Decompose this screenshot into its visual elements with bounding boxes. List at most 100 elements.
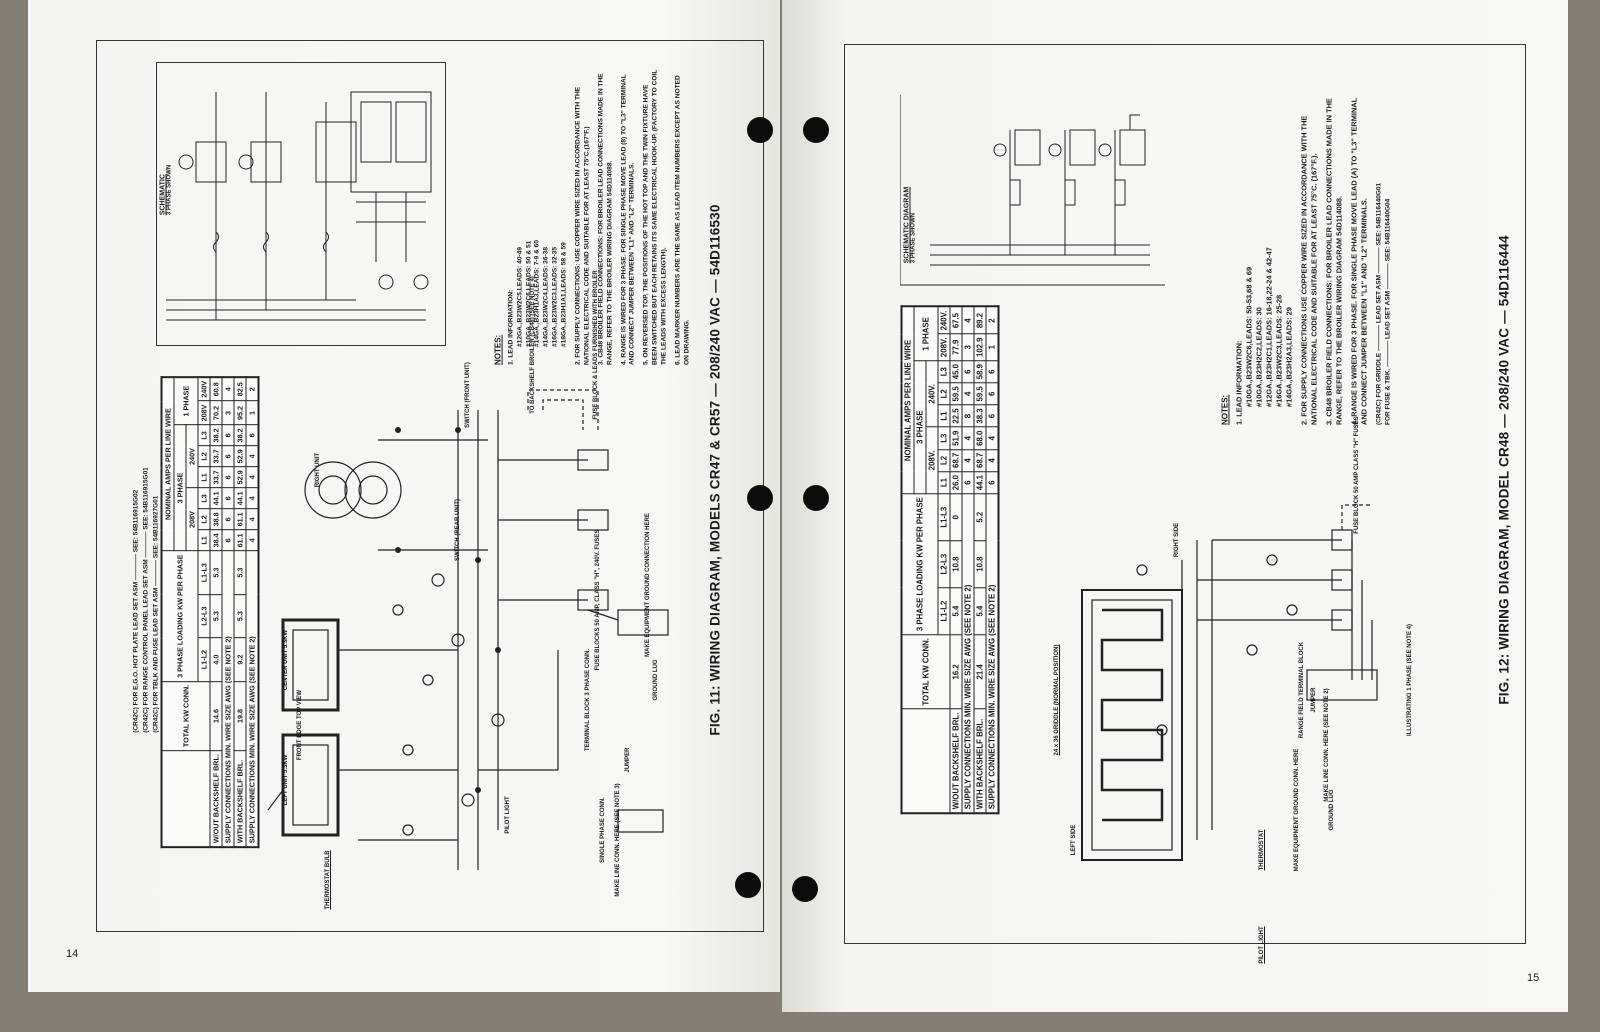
column-header: L1: [198, 466, 210, 488]
figure-caption: FIG. 11: WIRING DIAGRAM, MODELS CR47 & C…: [707, 204, 723, 736]
schematic-title-block: SCHEMATIC 3 PHASE SHOWN: [160, 165, 173, 215]
table-cell: 59.5: [950, 382, 962, 405]
column-header: L2-L3: [198, 594, 210, 638]
header-amps: NOMINAL AMPS PER LINE WIRE: [901, 306, 914, 494]
label-make-line: MAKE LINE CONN. HERE (SEE NOTE 3): [615, 783, 621, 897]
label-illustrating: ILLUSTRATING 1 PHASE (SEE NOTE 4): [1407, 624, 1413, 736]
table-cell: 4: [962, 306, 974, 334]
header-208v: 208V: [186, 487, 198, 551]
column-header: L1-L3: [198, 550, 210, 595]
wiring-diagram: [1081, 504, 1378, 861]
table-cell: 6: [986, 404, 999, 428]
table-cell: 95.2: [234, 401, 246, 425]
table-cell: 6: [222, 529, 234, 551]
amps-table-wrap: TOTAL KW CONN.3 PHASE LOADING KW PER PHA…: [160, 375, 260, 849]
table-cell: 68.0: [974, 427, 986, 450]
table-cell: 6: [246, 424, 259, 446]
header-208v: 208V.: [926, 427, 938, 494]
table-cell: 10.8: [974, 540, 986, 588]
label-fuse-leads: FUSE BLOCK & LEADS FURNISHED WITH BROILE…: [593, 270, 599, 420]
label-make-ground: MAKE EQUIPMENT GROUND CONNECTION HERE: [645, 513, 651, 657]
table-cell: 52.9: [234, 445, 246, 467]
table-row: SUPPLY CONNECTIONS MIN. WIRE SIZE AWG (S…: [222, 376, 234, 848]
label-range-field: RANGE FIELD TERMINAL BLOCK: [1299, 641, 1305, 739]
table-cell: 38.8: [210, 508, 222, 530]
figure-caption: FIG. 12: WIRING DIAGRAM, MODEL CR48 — 20…: [1496, 235, 1512, 705]
header-3phase: 3 PHASE: [914, 360, 926, 494]
row-label: WITH BACKSHELF BRL.: [234, 750, 246, 848]
table-cell: 9.2: [234, 637, 246, 682]
lead-set-line: (CR42C) FOR TBLK AND FUSE LEAD SET ASM —…: [151, 495, 159, 733]
table-cell: 8: [962, 404, 974, 428]
table-cell: 1: [986, 333, 999, 361]
table-cell: 59.5: [974, 382, 986, 405]
column-header: L2: [938, 382, 950, 405]
header-3phase: 3 PHASE: [174, 424, 186, 551]
table-cell: 5.3: [234, 594, 246, 638]
header-1phase: 1 PHASE: [914, 306, 938, 361]
table-cell: 19.8: [234, 681, 246, 751]
table-cell: 89.2: [974, 306, 986, 334]
table-cell: 68.7: [950, 449, 962, 472]
lead-info-list: #10GA.,B23W2C6,LEADS: 50-53,68 & 69#10GA…: [1244, 95, 1294, 425]
binder-hole: [792, 876, 818, 902]
table-cell: 10.8: [950, 540, 962, 588]
table-cell: 6: [222, 424, 234, 446]
row-label: SUPPLY CONNECTIONS MIN. WIRE SIZE AWG (S…: [986, 493, 999, 814]
note-1: 1. LEAD INFORMATION:: [1234, 340, 1244, 425]
lead-set-line: (CR42C) FOR GRIDDLE ———— LEAD SET ASM ——…: [1375, 182, 1383, 425]
row-label: SUPPLY CONNECTIONS MIN. WIRE SIZE AWG (S…: [246, 550, 259, 848]
lead-info-item: #12GA.,B23W2C5,LEADS: 40-49: [516, 246, 524, 347]
table-cell: 4: [986, 427, 999, 450]
header-total: TOTAL KW CONN.: [901, 634, 950, 710]
table-cell: 4: [246, 445, 259, 467]
table-row: SUPPLY CONNECTIONS MIN. WIRE SIZE AWG (S…: [986, 306, 999, 814]
schematic-subtitle: 3 PHASE SHOWN: [910, 212, 917, 264]
lead-info-item: #16GA.,B23W2C3,LEADS: 25-28: [1274, 294, 1284, 407]
header-row: TOTAL KW CONN.3 PHASE LOADING KW PER PHA…: [161, 376, 210, 848]
table-cell: 21.4: [974, 634, 986, 710]
label-griddle: 24 x 36 GRIDDLE (NORMAL POSITION): [1054, 644, 1060, 756]
column-header: L1: [198, 529, 210, 551]
table-cell: 61.1: [234, 508, 246, 530]
label-front-edge: FRONT EDGE TOP VIEW: [297, 689, 303, 761]
notes-block: NOTES: 1. LEAD INFORMATION: #10GA.,B23W2…: [1220, 95, 1393, 425]
table-cell: 4: [222, 376, 234, 402]
column-header: 208V.: [938, 333, 950, 361]
table-cell: 5.4: [950, 587, 962, 635]
table-cell: 4.0: [210, 637, 222, 682]
notes-heading: NOTES:: [493, 334, 503, 365]
table-cell: 6: [986, 360, 999, 383]
schematic-subtitle: 3 PHASE SHOWN: [166, 164, 173, 216]
table-cell: 44.1: [234, 487, 246, 509]
label-jumper: JUMPER: [625, 747, 631, 773]
label-backshelf: TO BACKSHELF BROILER (CB48) (SEE NOTE 4): [530, 276, 536, 414]
table-cell: 3: [962, 333, 974, 361]
label-pilot-light: PILOT LIGHT: [1259, 926, 1265, 964]
header-240v: 240V.: [926, 360, 938, 428]
lead-info-item: #10GA.,B23H2C2,LEADS: 30: [1254, 307, 1264, 407]
header-1phase: 1 PHASE: [174, 376, 198, 425]
label-ground-lug: GROUND LUG: [1329, 789, 1335, 831]
label-thermostat-bulb: THERMOSTAT BULB: [325, 850, 331, 910]
row-label: SUPPLY CONNECTIONS MIN. WIRE SIZE AWG (S…: [962, 493, 974, 814]
wiring-diagram: [267, 389, 669, 870]
table-cell: 44.1: [210, 487, 222, 509]
table-cell: 14.6: [210, 681, 222, 751]
left-page: SCHEMATIC 3 PHASE SHOWN (CR42C) FOR E.G.…: [28, 0, 780, 992]
note-6: 6. LEAD MARKER NUMBERS ARE THE SAME AS L…: [674, 75, 691, 365]
note-4: 4. RANGE IS WIRED FOR 3 PHASE. FOR SINGL…: [1349, 97, 1369, 425]
binder-hole: [803, 117, 829, 143]
table-cell: 68.7: [974, 449, 986, 472]
header-total: TOTAL KW CONN.: [161, 681, 210, 751]
binder-hole: [747, 485, 773, 511]
schematic-title-block: SCHEMATIC DIAGRAM 3 PHASE SHOWN: [904, 187, 917, 263]
table-cell: 38.3: [974, 404, 986, 428]
header-loading: 3 PHASE LOADING KW PER PHASE: [161, 550, 198, 682]
header-amps: NOMINAL AMPS PER LINE WIRE: [161, 376, 174, 551]
label-switch-rear: SWITCH (REAR UNIT): [455, 499, 461, 561]
page-number: 14: [66, 948, 79, 960]
table-cell: 4: [246, 508, 259, 530]
label-left-side: LEFT SIDE: [1071, 824, 1077, 856]
